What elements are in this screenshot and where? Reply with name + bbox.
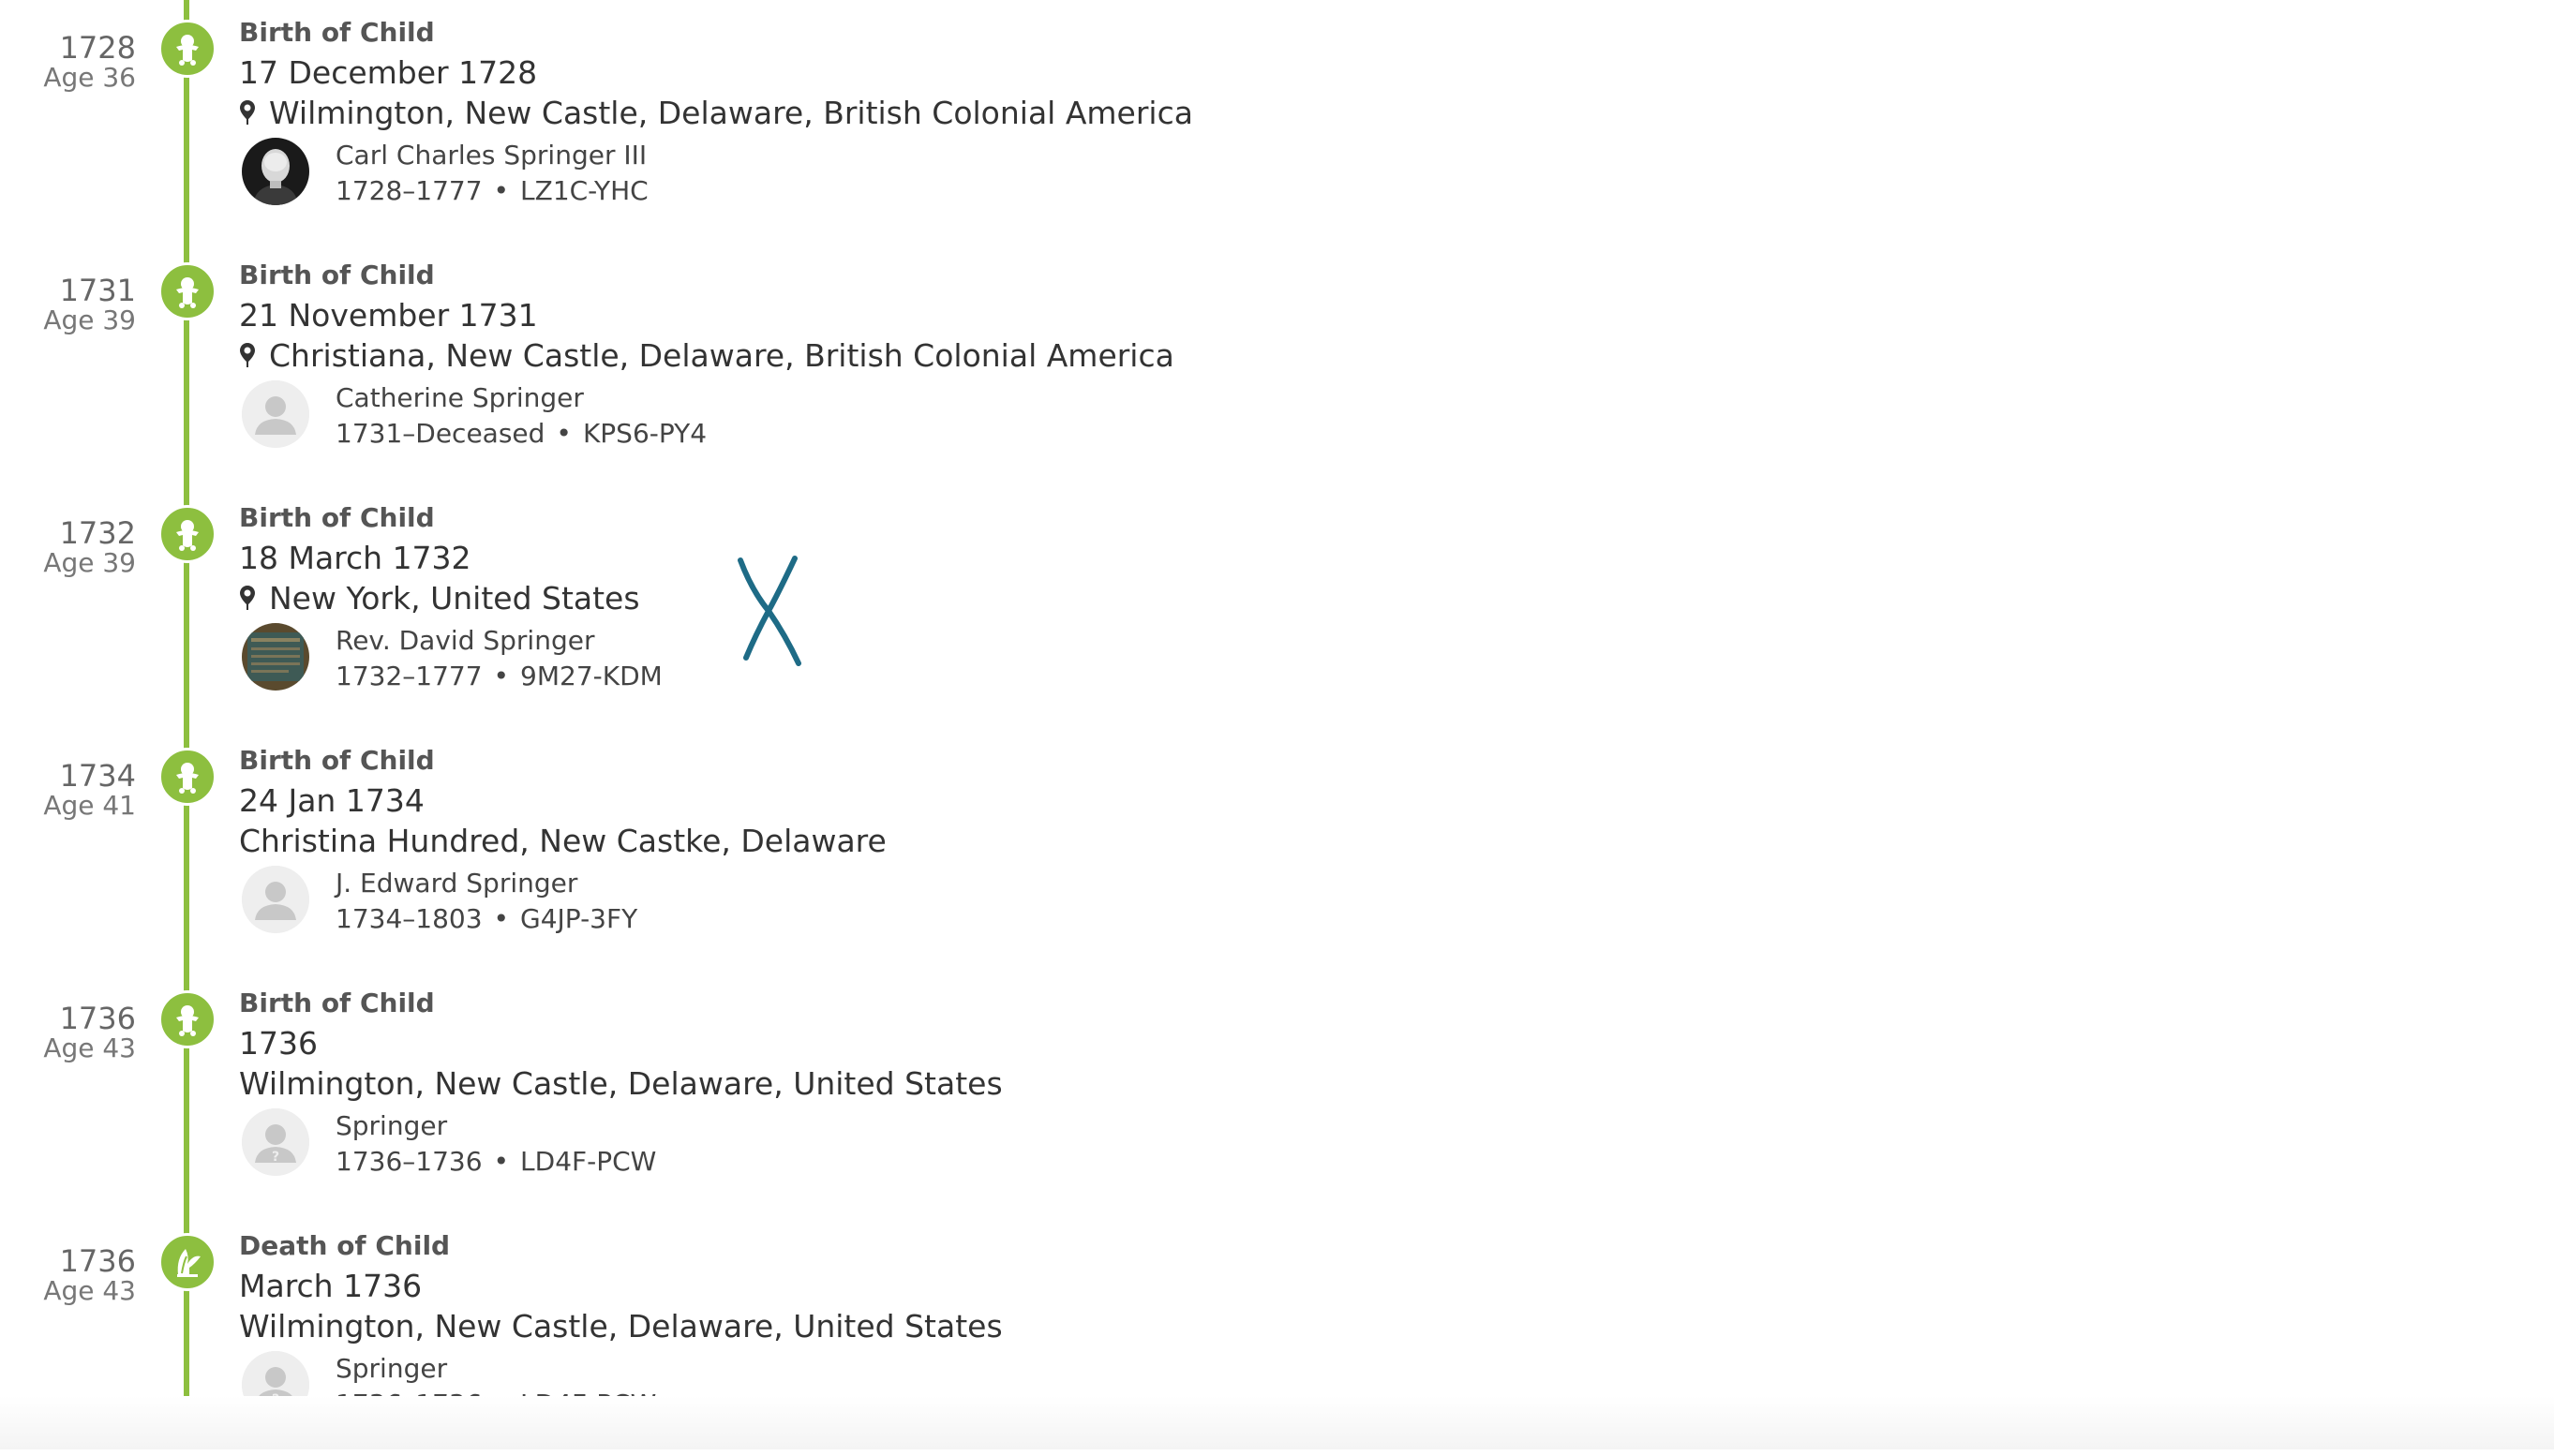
event-year: 1732 [59,515,136,551]
event-age: Age 43 [43,1033,136,1063]
person-lifespan: 1731–Deceased [336,418,545,449]
person-lifespan: 1736–1736 [336,1146,483,1177]
event-place: Wilmington, New Castle, Delaware, Britis… [239,95,1193,131]
event-type: Birth of Child [239,260,435,290]
person-meta: 1728–1777•LZ1C-YHC [336,175,649,206]
event-place-text: Christina Hundred, New Castke, Delaware [239,823,887,859]
photo-portrait[interactable] [242,138,309,205]
timeline-event: 1732 Age 39 Birth of Child 18 March 1732… [0,485,2554,728]
event-date: March 1736 [239,1268,423,1304]
person-name[interactable]: Carl Charles Springer III [336,140,648,171]
default-female-avatar[interactable] [242,380,309,448]
person-meta: 1736–1736•LD4F-PCW [336,1146,657,1177]
person-id: LZ1C-YHC [520,175,649,206]
person-meta: 1734–1803•G4JP-3FY [336,903,638,934]
bottom-fade [0,1396,2554,1449]
event-date: 1736 [239,1025,318,1062]
person-id: KPS6-PY4 [582,418,708,449]
svg-text:?: ? [272,1150,279,1165]
event-age: Age 36 [43,62,136,93]
baby-icon [158,20,217,78]
event-type: Birth of Child [239,745,435,776]
event-type: Birth of Child [239,988,435,1018]
person-name[interactable]: Springer [336,1353,448,1384]
event-type: Death of Child [239,1230,451,1261]
event-year: 1734 [59,758,136,794]
event-year: 1736 [59,1001,136,1036]
event-place-text: Wilmington, New Castle, Delaware, United… [239,1065,1003,1102]
person-meta: 1731–Deceased•KPS6-PY4 [336,418,708,449]
person-id: G4JP-3FY [520,903,638,934]
timeline-event: 1731 Age 39 Birth of Child 21 November 1… [0,243,2554,485]
baby-icon [158,990,217,1048]
person-id: 9M27-KDM [520,661,663,691]
event-year: 1736 [59,1243,136,1279]
event-place-text: Wilmington, New Castle, Delaware, United… [239,1308,1003,1345]
event-date: 17 December 1728 [239,54,538,91]
person-name[interactable]: J. Edward Springer [336,868,578,899]
event-age: Age 39 [43,305,136,335]
plaque-photo[interactable] [242,623,309,691]
event-place-text: Christiana, New Castle, Delaware, Britis… [269,337,1174,374]
event-year: 1728 [59,30,136,66]
baby-icon [158,505,217,563]
location-pin-icon [240,100,255,125]
event-place: Wilmington, New Castle, Delaware, United… [239,1065,1003,1102]
event-date: 24 Jan 1734 [239,782,425,819]
event-age: Age 43 [43,1275,136,1306]
person-lifespan: 1732–1777 [336,661,483,691]
event-age: Age 41 [43,790,136,821]
event-date: 18 March 1732 [239,540,471,576]
baby-icon [158,748,217,806]
timeline-line [184,0,189,1449]
event-place: Wilmington, New Castle, Delaware, United… [239,1308,1003,1345]
person-lifespan: 1734–1803 [336,903,483,934]
timeline-event: 1734 Age 41 Birth of Child 24 Jan 1734 C… [0,728,2554,971]
timeline-event: 1728 Age 36 Birth of Child 17 December 1… [0,0,2554,243]
default-male-avatar[interactable] [242,866,309,933]
event-place-text: Wilmington, New Castle, Delaware, Britis… [269,95,1193,131]
event-type: Birth of Child [239,17,435,48]
event-place: Christina Hundred, New Castke, Delaware [239,823,887,859]
person-name[interactable]: Springer [336,1110,448,1141]
lily-icon [158,1233,217,1291]
person-id: LD4F-PCW [520,1146,657,1177]
location-pin-icon [240,586,255,610]
location-pin-icon [240,343,255,367]
timeline-event: 1736 Age 43 Birth of Child 1736 Wilmingt… [0,971,2554,1213]
person-name[interactable]: Catherine Springer [336,382,584,413]
event-year: 1731 [59,273,136,308]
event-date: 21 November 1731 [239,297,538,334]
person-meta: 1732–1777•9M27-KDM [336,661,663,691]
event-place-text: New York, United States [269,580,640,617]
person-name[interactable]: Rev. David Springer [336,625,595,656]
event-place: New York, United States [239,580,640,617]
event-age: Age 39 [43,547,136,578]
unknown-avatar[interactable]: ? [242,1108,309,1176]
baby-icon [158,262,217,320]
event-place: Christiana, New Castle, Delaware, Britis… [239,337,1174,374]
handwritten-x-annotation [738,556,801,666]
person-lifespan: 1728–1777 [336,175,483,206]
event-type: Birth of Child [239,502,435,533]
